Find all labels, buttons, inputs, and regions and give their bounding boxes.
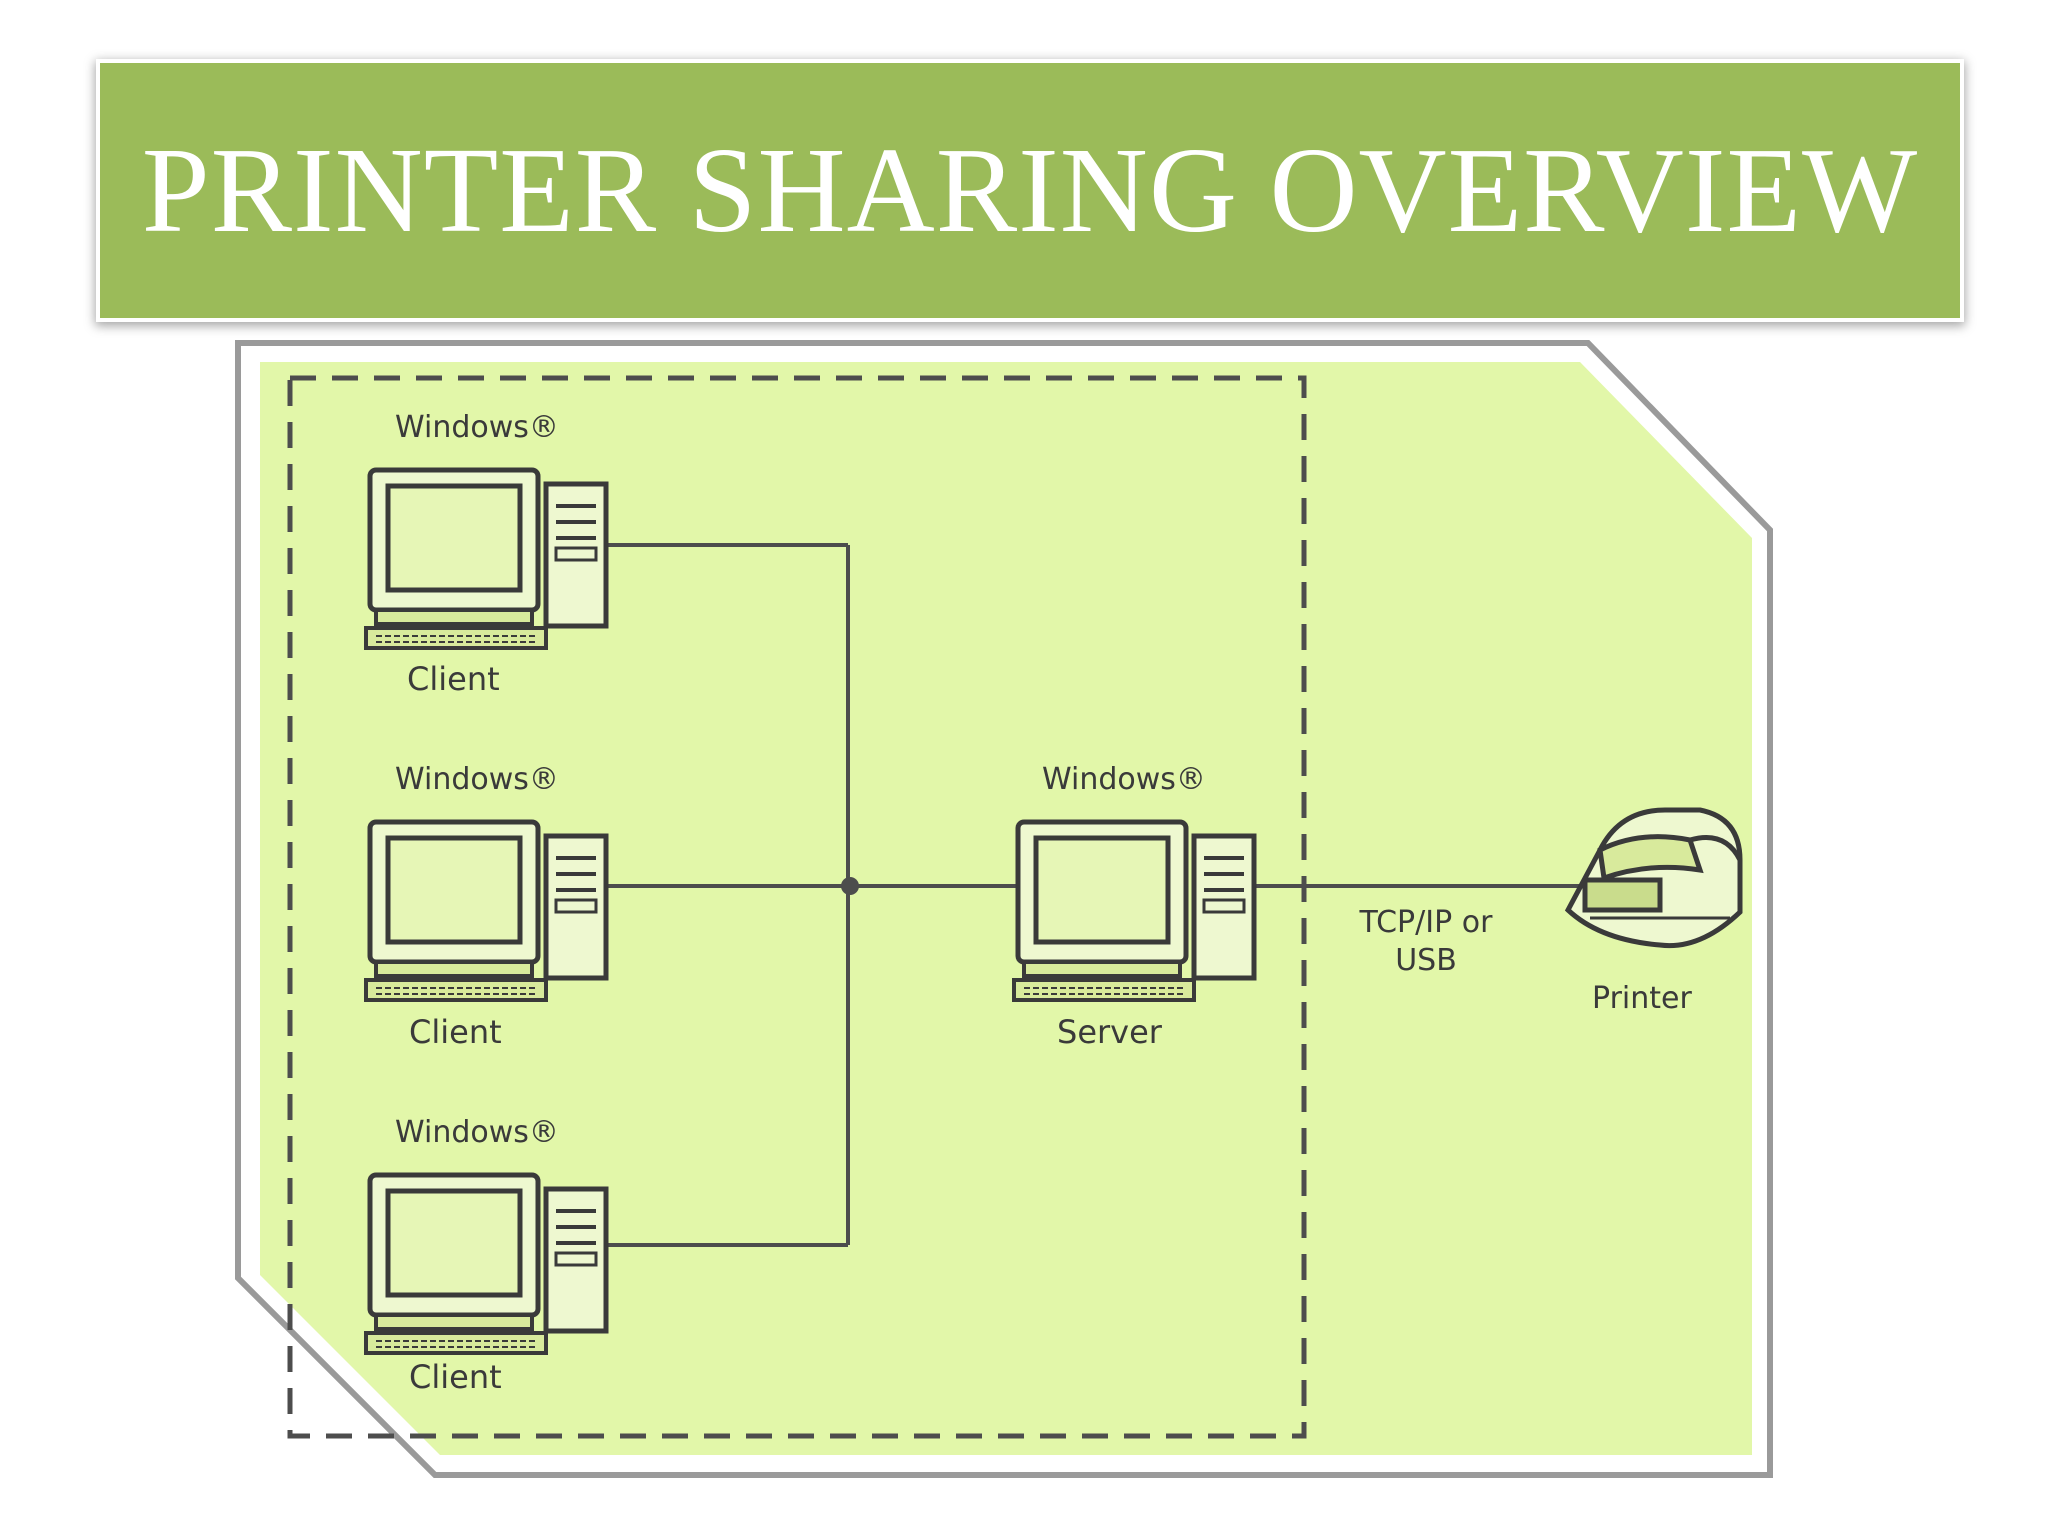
server-os-label: Windows® (1042, 762, 1206, 797)
connection-label-line1: TCP/IP or (1359, 905, 1494, 940)
diagram-panel (260, 362, 1752, 1455)
printer-label: Printer (1592, 981, 1692, 1016)
windows-domain-box (287, 375, 1307, 1439)
title-banner: PRINTER SHARING OVERVIEW (100, 63, 1960, 318)
network-junction (841, 877, 859, 895)
client-2-computer-icon (366, 822, 606, 1000)
connection-label-line2: USB (1395, 943, 1457, 978)
server-computer-icon (1014, 822, 1254, 1000)
client-3-computer-icon (366, 1175, 606, 1353)
client-2-label: Client (409, 1013, 502, 1051)
client-1-os-label: Windows® (395, 410, 559, 445)
client-2-os-label: Windows® (395, 762, 559, 797)
server-label: Server (1057, 1013, 1163, 1051)
client-3-label: Client (409, 1358, 502, 1396)
client-1-label: Client (407, 660, 500, 698)
client-3-os-label: Windows® (395, 1115, 559, 1150)
slide-title: PRINTER SHARING OVERVIEW (141, 122, 1919, 258)
network-lines (606, 543, 1580, 1247)
printer-icon (1564, 807, 1743, 949)
client-1-computer-icon (366, 470, 606, 648)
